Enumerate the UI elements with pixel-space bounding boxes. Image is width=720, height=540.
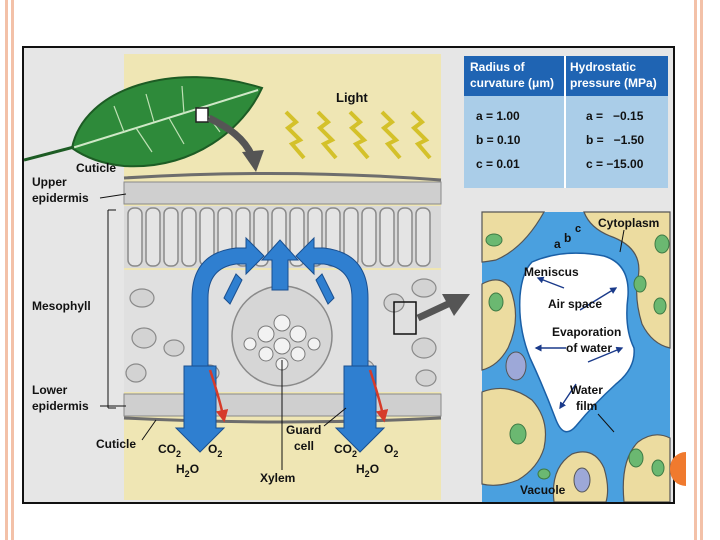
lightning-icon — [284, 110, 432, 160]
pressure-header-line1: Hydrostatic — [570, 60, 636, 74]
meniscus-c-label: c — [575, 223, 581, 235]
xylem-label: Xylem — [260, 471, 295, 485]
guard-cell-label-line1: Guard — [286, 423, 321, 437]
o2-label-left: O2 — [208, 442, 222, 459]
table-row-pressure: c = −15.00 — [586, 157, 644, 171]
table-row-pressure: a = −0.15 — [586, 109, 644, 123]
detail-callout-arrow — [416, 300, 450, 322]
water-flow-arrows — [174, 236, 386, 453]
o2-label-right: O2 — [384, 442, 398, 459]
meniscus-b-label: b — [564, 231, 571, 245]
stomata-detail-box — [393, 301, 417, 335]
lower-epidermis-label-line2: epidermis — [32, 399, 89, 413]
arrow-icon — [242, 150, 264, 172]
right-decorative-stripe-inner — [700, 0, 703, 540]
water-film-label-line2: film — [576, 399, 597, 413]
evaporation-label-line2: of water — [566, 341, 612, 355]
table-row-pressure: b = −1.50 — [586, 133, 644, 147]
pressure-header-line2: pressure (MPa) — [570, 76, 657, 90]
cuticle-top-label: Cuticle — [76, 161, 116, 175]
upper-epidermis-label-line2: epidermis — [32, 191, 89, 205]
evaporation-label-line1: Evaporation — [552, 325, 621, 339]
left-decorative-stripe — [5, 0, 8, 540]
light-label: Light — [336, 90, 368, 105]
h2o-label-right: H2O — [356, 462, 379, 479]
co2-label-left: CO2 — [158, 442, 181, 459]
right-decorative-stripe — [694, 0, 697, 540]
nucleus — [505, 351, 527, 381]
air-space-label: Air space — [548, 297, 602, 311]
radius-header-line1: Radius of — [470, 60, 526, 74]
meniscus-a-label: a — [554, 237, 561, 251]
lower-epidermis-label-line1: Lower — [32, 383, 68, 397]
corner-accent-badge — [670, 452, 686, 486]
h2o-label-left: H2O — [176, 462, 199, 479]
nucleus-2 — [573, 467, 591, 493]
air-space-detail — [481, 211, 671, 502]
mesophyll-label: Mesophyll — [32, 299, 91, 313]
radius-header-line2: curvature (μm) — [470, 76, 554, 90]
pressure-table: Radius of curvature (μm) Hydrostatic pre… — [464, 56, 668, 188]
table-row-radius: c = 0.01 — [476, 157, 520, 171]
cytoplasm-label: Cytoplasm — [598, 216, 659, 230]
oxygen-arrow-left — [208, 369, 229, 423]
leaf-transpiration-figure: Light — [22, 46, 675, 504]
upper-epidermis-label-line1: Upper — [32, 175, 67, 189]
co2-label-right: CO2 — [334, 442, 357, 459]
arrow-icon-detail — [442, 294, 470, 316]
water-film-label-line1: Water — [570, 383, 603, 397]
leaf-icon — [24, 76, 264, 168]
figure-canvas: Light — [24, 54, 671, 502]
table-row-radius: a = 1.00 — [476, 109, 520, 123]
cuticle-bottom-label: Cuticle — [96, 437, 136, 451]
meniscus-label: Meniscus — [524, 265, 579, 279]
vacuole-label: Vacuole — [520, 483, 566, 497]
left-decorative-stripe-inner — [11, 0, 14, 540]
guard-cell-label-line2: cell — [294, 439, 314, 453]
oxygen-arrow-right — [368, 369, 389, 423]
table-row-radius: b = 0.10 — [476, 133, 521, 147]
